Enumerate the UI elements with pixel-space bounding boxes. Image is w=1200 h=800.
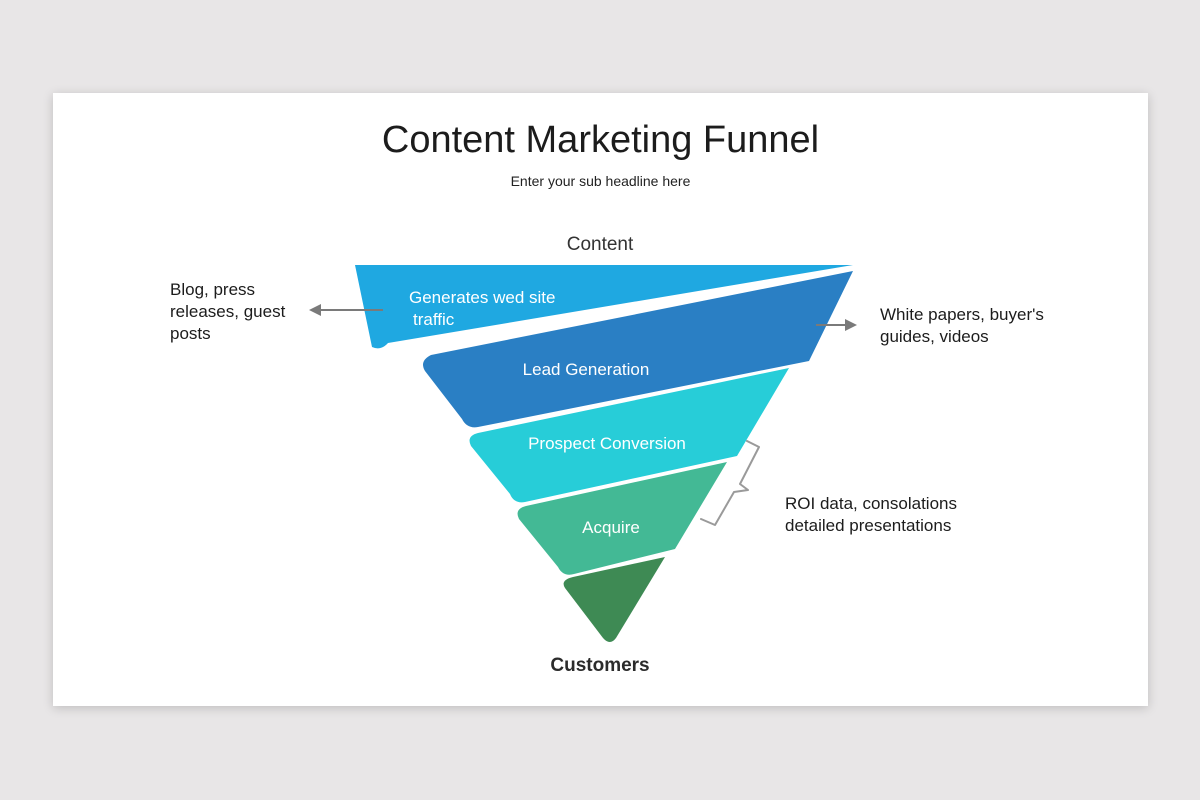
funnel-bottom-label: Customers [550, 655, 649, 676]
bracket [700, 440, 760, 526]
funnel-layer-lead-generation [423, 271, 853, 428]
layer-label-prospect-conversion: Prospect Conversion [528, 434, 686, 453]
slide-subtitle: Enter your sub headline here [510, 173, 691, 189]
note-right-bottom-line2: detailed presentations [785, 516, 952, 535]
note-left-line2: releases, guest [170, 302, 286, 321]
note-left: Blog, press releases, guest posts [170, 279, 285, 345]
layer-label-traffic-line1: Generates wed site [409, 288, 555, 307]
layer-label-lead-generation: Lead Generation [523, 360, 650, 379]
layer-label-traffic-line2: traffic [413, 310, 455, 329]
funnel-top-label: Content [567, 234, 634, 255]
left-arrow [309, 304, 383, 316]
note-left-line3: posts [170, 324, 211, 343]
layer-label-acquire: Acquire [582, 518, 640, 537]
funnel-layer-acquire [517, 462, 727, 575]
funnel-layer-prospect-conversion [469, 368, 789, 503]
slide-title: Content Marketing Funnel [381, 119, 820, 161]
funnel-layer-customers [563, 557, 665, 642]
slide: Content Marketing Funnel Enter your sub … [53, 93, 1148, 706]
note-left-line1: Blog, press [170, 280, 256, 299]
note-right-bottom-line1: ROI data, consolations [785, 494, 957, 513]
note-right-bottom: ROI data, consolations detailed presenta… [785, 493, 957, 537]
note-right-top-line2: guides, videos [880, 327, 989, 346]
funnel-layer-traffic [355, 265, 853, 349]
note-right-top: White papers, buyer's guides, videos [880, 304, 1044, 348]
note-right-top-line1: White papers, buyer's [880, 305, 1044, 324]
funnel-diagram: Content Generates wed site traffic Lead … [309, 234, 857, 676]
right-arrow [816, 319, 857, 331]
